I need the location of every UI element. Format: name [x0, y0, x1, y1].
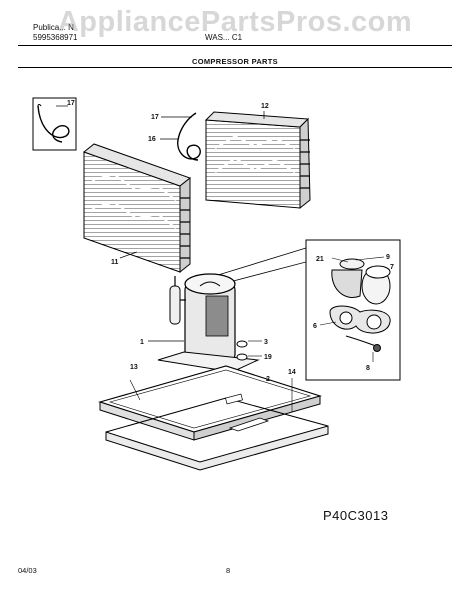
- callout-11: 11: [111, 259, 119, 266]
- footer-page-number: 8: [226, 566, 231, 575]
- footer-date: 04/03: [18, 566, 37, 575]
- section-title: COMPRESSOR PARTS: [192, 57, 278, 66]
- compressor: [148, 273, 236, 363]
- callout-8: 8: [366, 365, 370, 372]
- publication-label: Publica... N: [33, 23, 74, 32]
- site-watermark: AppliancePartsPros.com: [57, 6, 413, 38]
- callout-16: 16: [148, 136, 156, 143]
- model-number: WAS... C1: [205, 33, 243, 42]
- callout-2: 2: [266, 376, 270, 383]
- callout-19: 19: [264, 354, 272, 361]
- header-rule-top: [18, 45, 452, 46]
- callout-17: 17: [151, 114, 159, 121]
- capillary-tube-inset: [32, 97, 77, 151]
- header-rule-bottom: [18, 67, 452, 68]
- capillary-tube: [160, 112, 201, 161]
- publication-number: 5995368971: [33, 33, 78, 42]
- figure-id: P40C3013: [323, 508, 389, 523]
- callout-17-inset: 17: [67, 100, 75, 107]
- callout-3: 3: [264, 339, 268, 346]
- callout-13: 13: [130, 364, 138, 371]
- callout-9: 9: [386, 254, 390, 261]
- callout-12: 12: [261, 103, 269, 110]
- terminal-cover-inset: [217, 239, 401, 381]
- condenser-coil: [82, 143, 192, 274]
- callout-1: 1: [140, 339, 144, 346]
- callout-14: 14: [288, 369, 296, 376]
- callout-21: 21: [316, 256, 324, 263]
- callout-6: 6: [313, 323, 317, 330]
- callout-7: 7: [390, 264, 394, 271]
- evaporator-coil: [204, 111, 311, 210]
- base-pan: [98, 365, 329, 471]
